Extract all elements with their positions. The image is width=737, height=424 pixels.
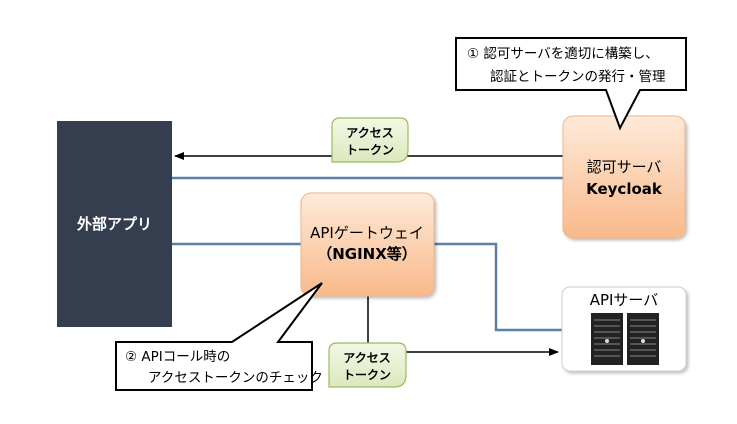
gateway-label: APIゲートウェイ <box>310 224 424 242</box>
api-server-box: APIサーバ <box>561 286 687 372</box>
api-server-label: APIサーバ <box>590 291 659 309</box>
callout-gateway: ② APIコール時の アクセストークンのチェック <box>115 282 323 391</box>
token-bottom-line1: アクセス <box>343 351 390 365</box>
gateway-product: （NGINX等） <box>317 245 417 263</box>
callout-gateway-line1: ② APIコール時の <box>125 349 230 365</box>
access-token-badge-bottom: アクセス トークン <box>328 342 407 388</box>
callout-auth-line2: 認証とトークンの発行・管理 <box>490 69 666 85</box>
callout-gateway-line2: アクセストークンのチェック <box>148 370 323 386</box>
callout-auth-line1: ① 認可サーバを適切に構築し、 <box>467 45 659 62</box>
access-token-badge-top: アクセス トークン <box>331 117 409 163</box>
token-top-line1: アクセス <box>346 126 393 140</box>
auth-server-label: 認可サーバ <box>587 158 662 176</box>
auth-server-product: Keycloak <box>586 180 663 198</box>
external-app-box: 外部アプリ <box>57 121 172 327</box>
token-bottom-line2: トークン <box>343 368 391 382</box>
external-app-label: 外部アプリ <box>76 215 152 233</box>
gateway-box: APIゲートウェイ （NGINX等） <box>300 192 435 297</box>
callout-auth: ① 認可サーバを適切に構築し、 認証とトークンの発行・管理 <box>455 37 687 131</box>
server-rack-icon <box>591 313 659 365</box>
token-top-line2: トークン <box>346 143 394 157</box>
auth-server-box: 認可サーバ Keycloak <box>562 115 686 239</box>
